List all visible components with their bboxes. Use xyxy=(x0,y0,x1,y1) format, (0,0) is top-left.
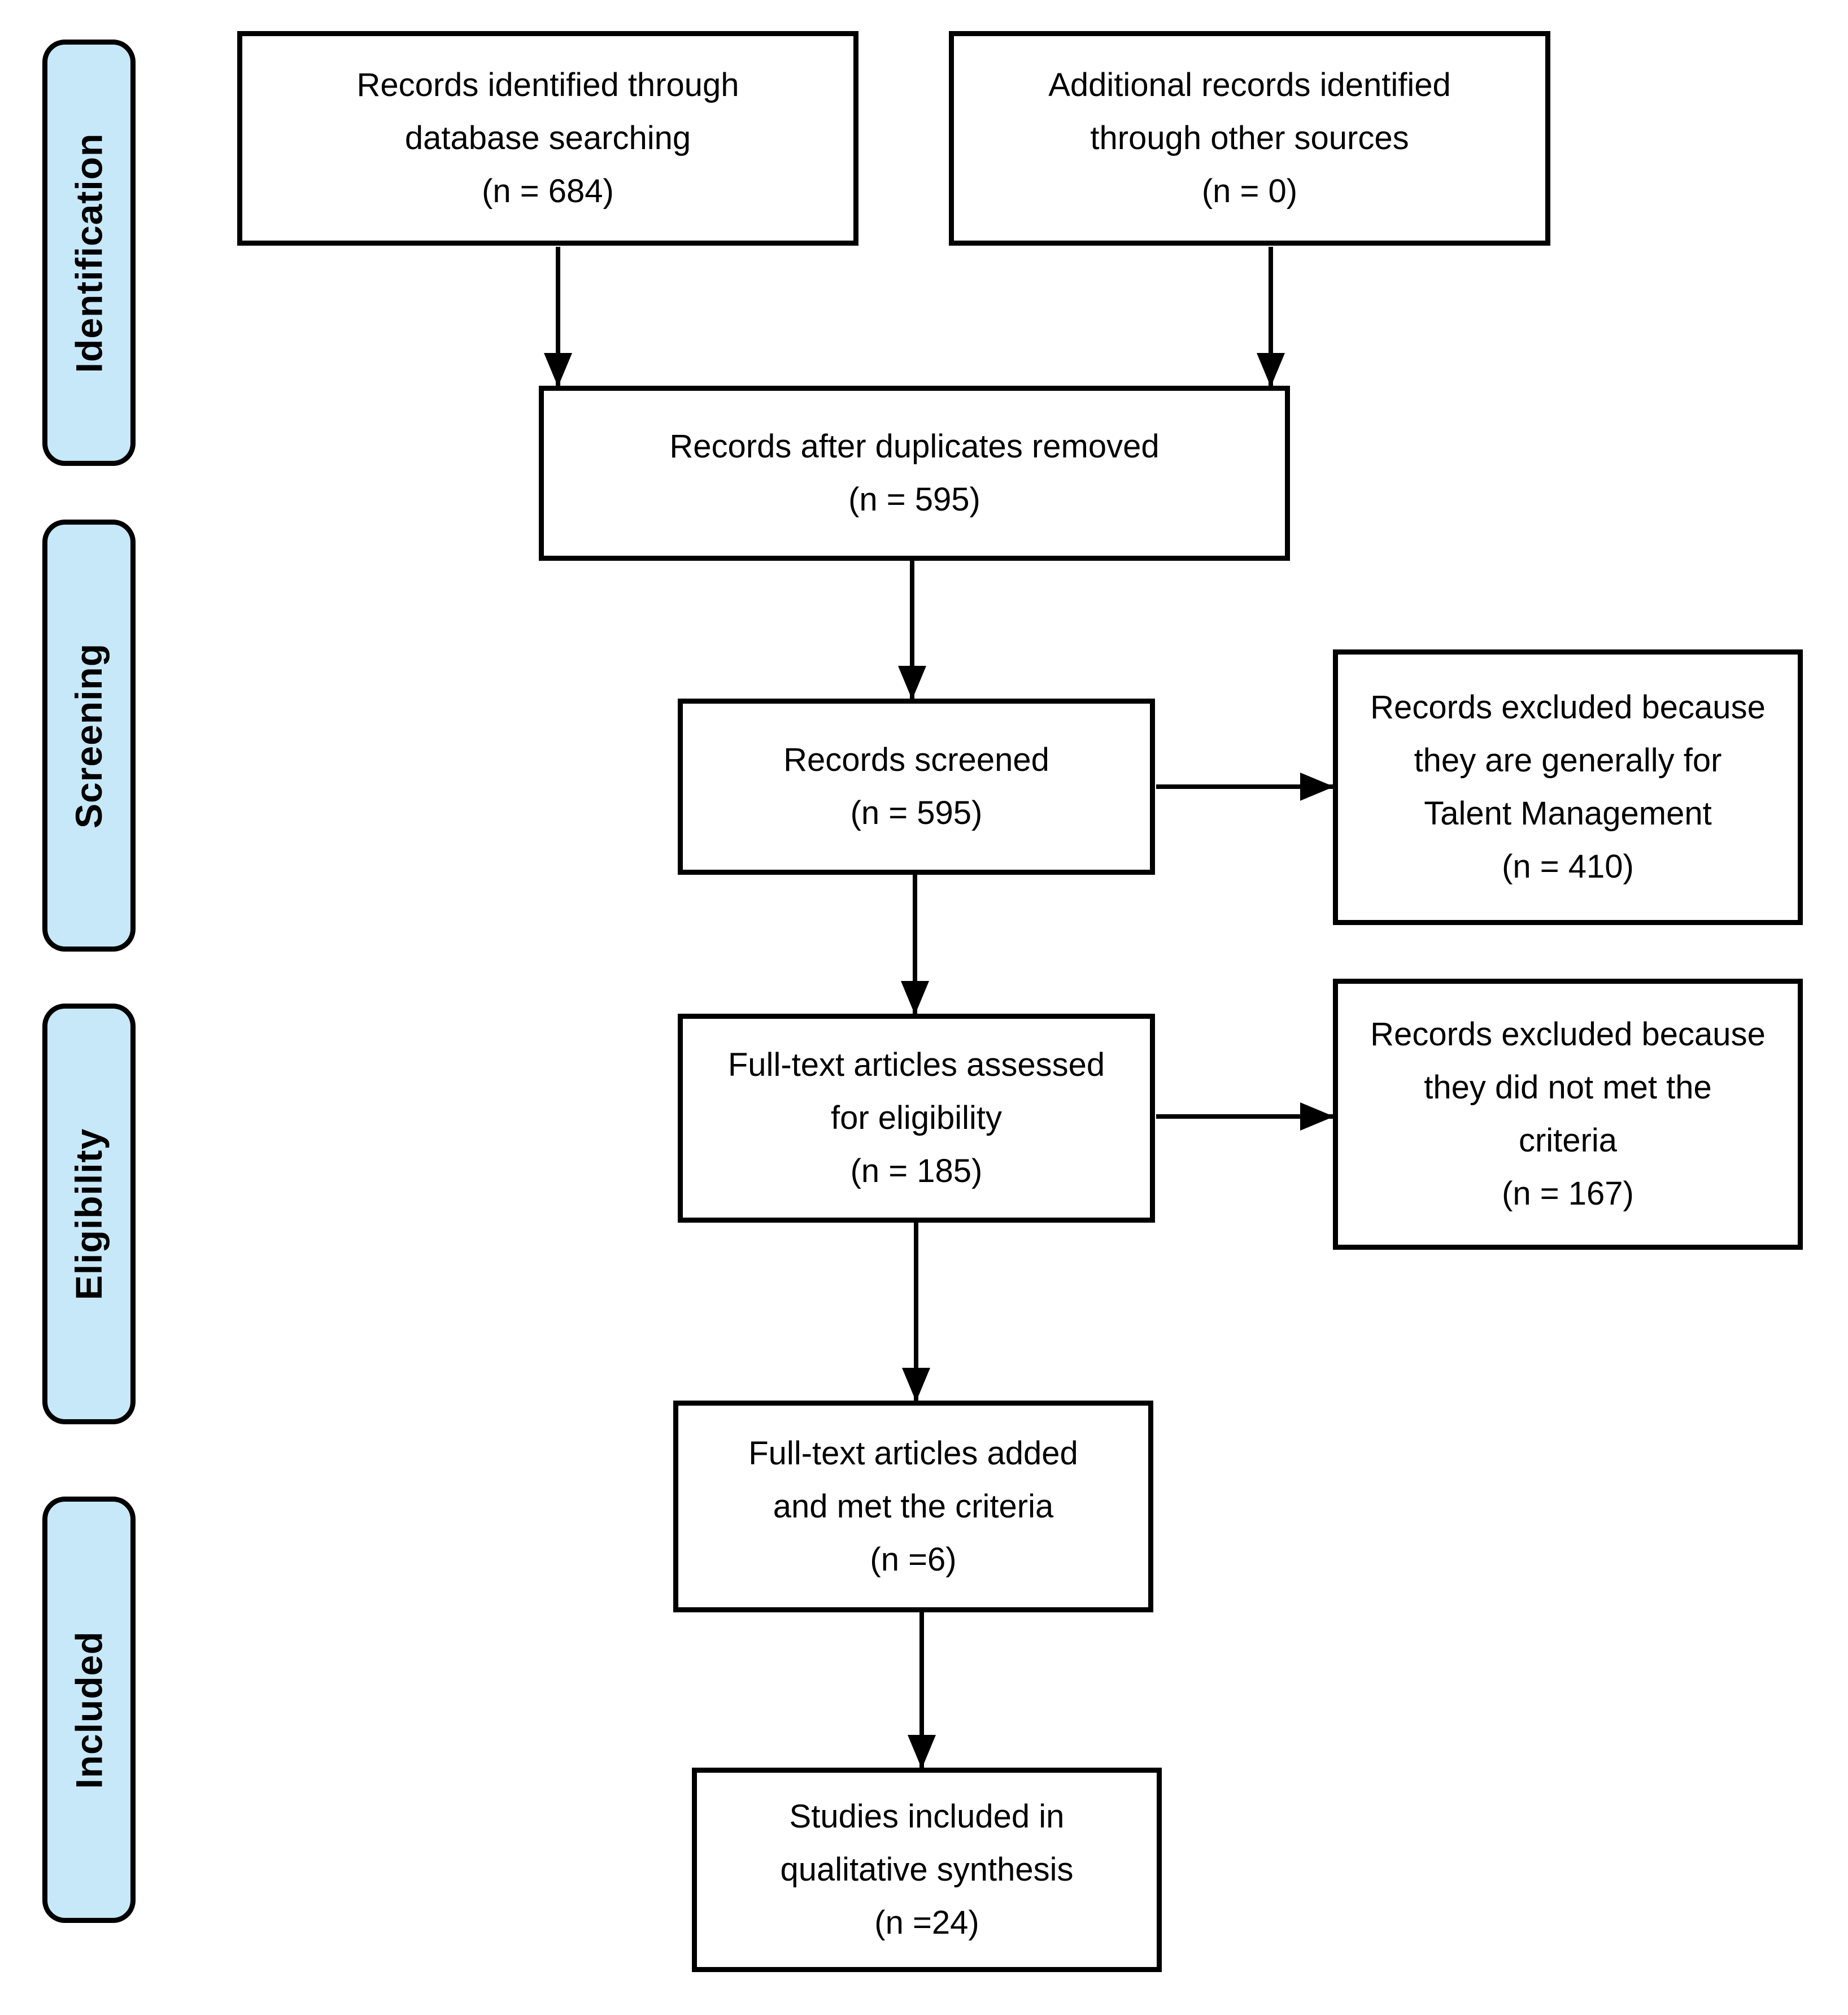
stage-included: Included xyxy=(42,1497,136,1923)
box-records-screened-text: Records screened (n = 595) xyxy=(783,742,1049,831)
box-records-identified-text: Records identified through database sear… xyxy=(356,67,739,210)
arrow-screened-to-excluded xyxy=(1156,784,1333,789)
box-records-screened: Records screened (n = 595) xyxy=(678,699,1155,875)
box-fulltext-added: Full-text articles added and met the cri… xyxy=(673,1401,1153,1612)
box-duplicates-removed: Records after duplicates removed (n = 59… xyxy=(539,386,1290,561)
stage-eligibility-label: Eligibility xyxy=(68,1128,110,1300)
arrow-duplicates-to-screened xyxy=(910,559,914,699)
stage-eligibility: Eligibility xyxy=(42,1004,136,1424)
arrow-screened-to-fulltext xyxy=(913,874,917,1014)
stage-identification: Identification xyxy=(42,40,136,466)
box-additional-records: Additional records identified through ot… xyxy=(949,31,1550,246)
stage-screening-label: Screening xyxy=(68,643,110,828)
arrow-fulltext-to-excluded xyxy=(1156,1114,1333,1119)
box-excluded-criteria-text: Records excluded because they did not me… xyxy=(1370,1016,1766,1212)
box-excluded-talent-management: Records excluded because they are genera… xyxy=(1333,649,1803,925)
arrow-identified-to-duplicates xyxy=(556,247,560,386)
box-fulltext-added-text: Full-text articles added and met the cri… xyxy=(748,1434,1078,1578)
box-studies-included-text: Studies included in qualitative synthesi… xyxy=(780,1798,1074,1941)
stage-screening: Screening xyxy=(42,520,136,952)
stage-included-label: Included xyxy=(68,1630,110,1789)
box-studies-included: Studies included in qualitative synthesi… xyxy=(692,1768,1162,1972)
box-excluded-talent-management-text: Records excluded because they are genera… xyxy=(1370,689,1766,885)
box-additional-records-text: Additional records identified through ot… xyxy=(1048,67,1451,210)
box-excluded-criteria: Records excluded because they did not me… xyxy=(1333,979,1803,1250)
box-duplicates-removed-text: Records after duplicates removed (n = 59… xyxy=(669,428,1160,518)
arrow-fulltext-to-added xyxy=(914,1222,918,1401)
box-fulltext-assessed: Full-text articles assessed for eligibil… xyxy=(678,1014,1155,1223)
box-records-identified: Records identified through database sear… xyxy=(237,31,858,246)
stage-identification-label: Identification xyxy=(68,133,110,373)
box-fulltext-assessed-text: Full-text articles assessed for eligibil… xyxy=(727,1046,1105,1189)
arrow-additional-to-duplicates xyxy=(1269,247,1273,386)
arrow-added-to-included xyxy=(919,1611,924,1768)
